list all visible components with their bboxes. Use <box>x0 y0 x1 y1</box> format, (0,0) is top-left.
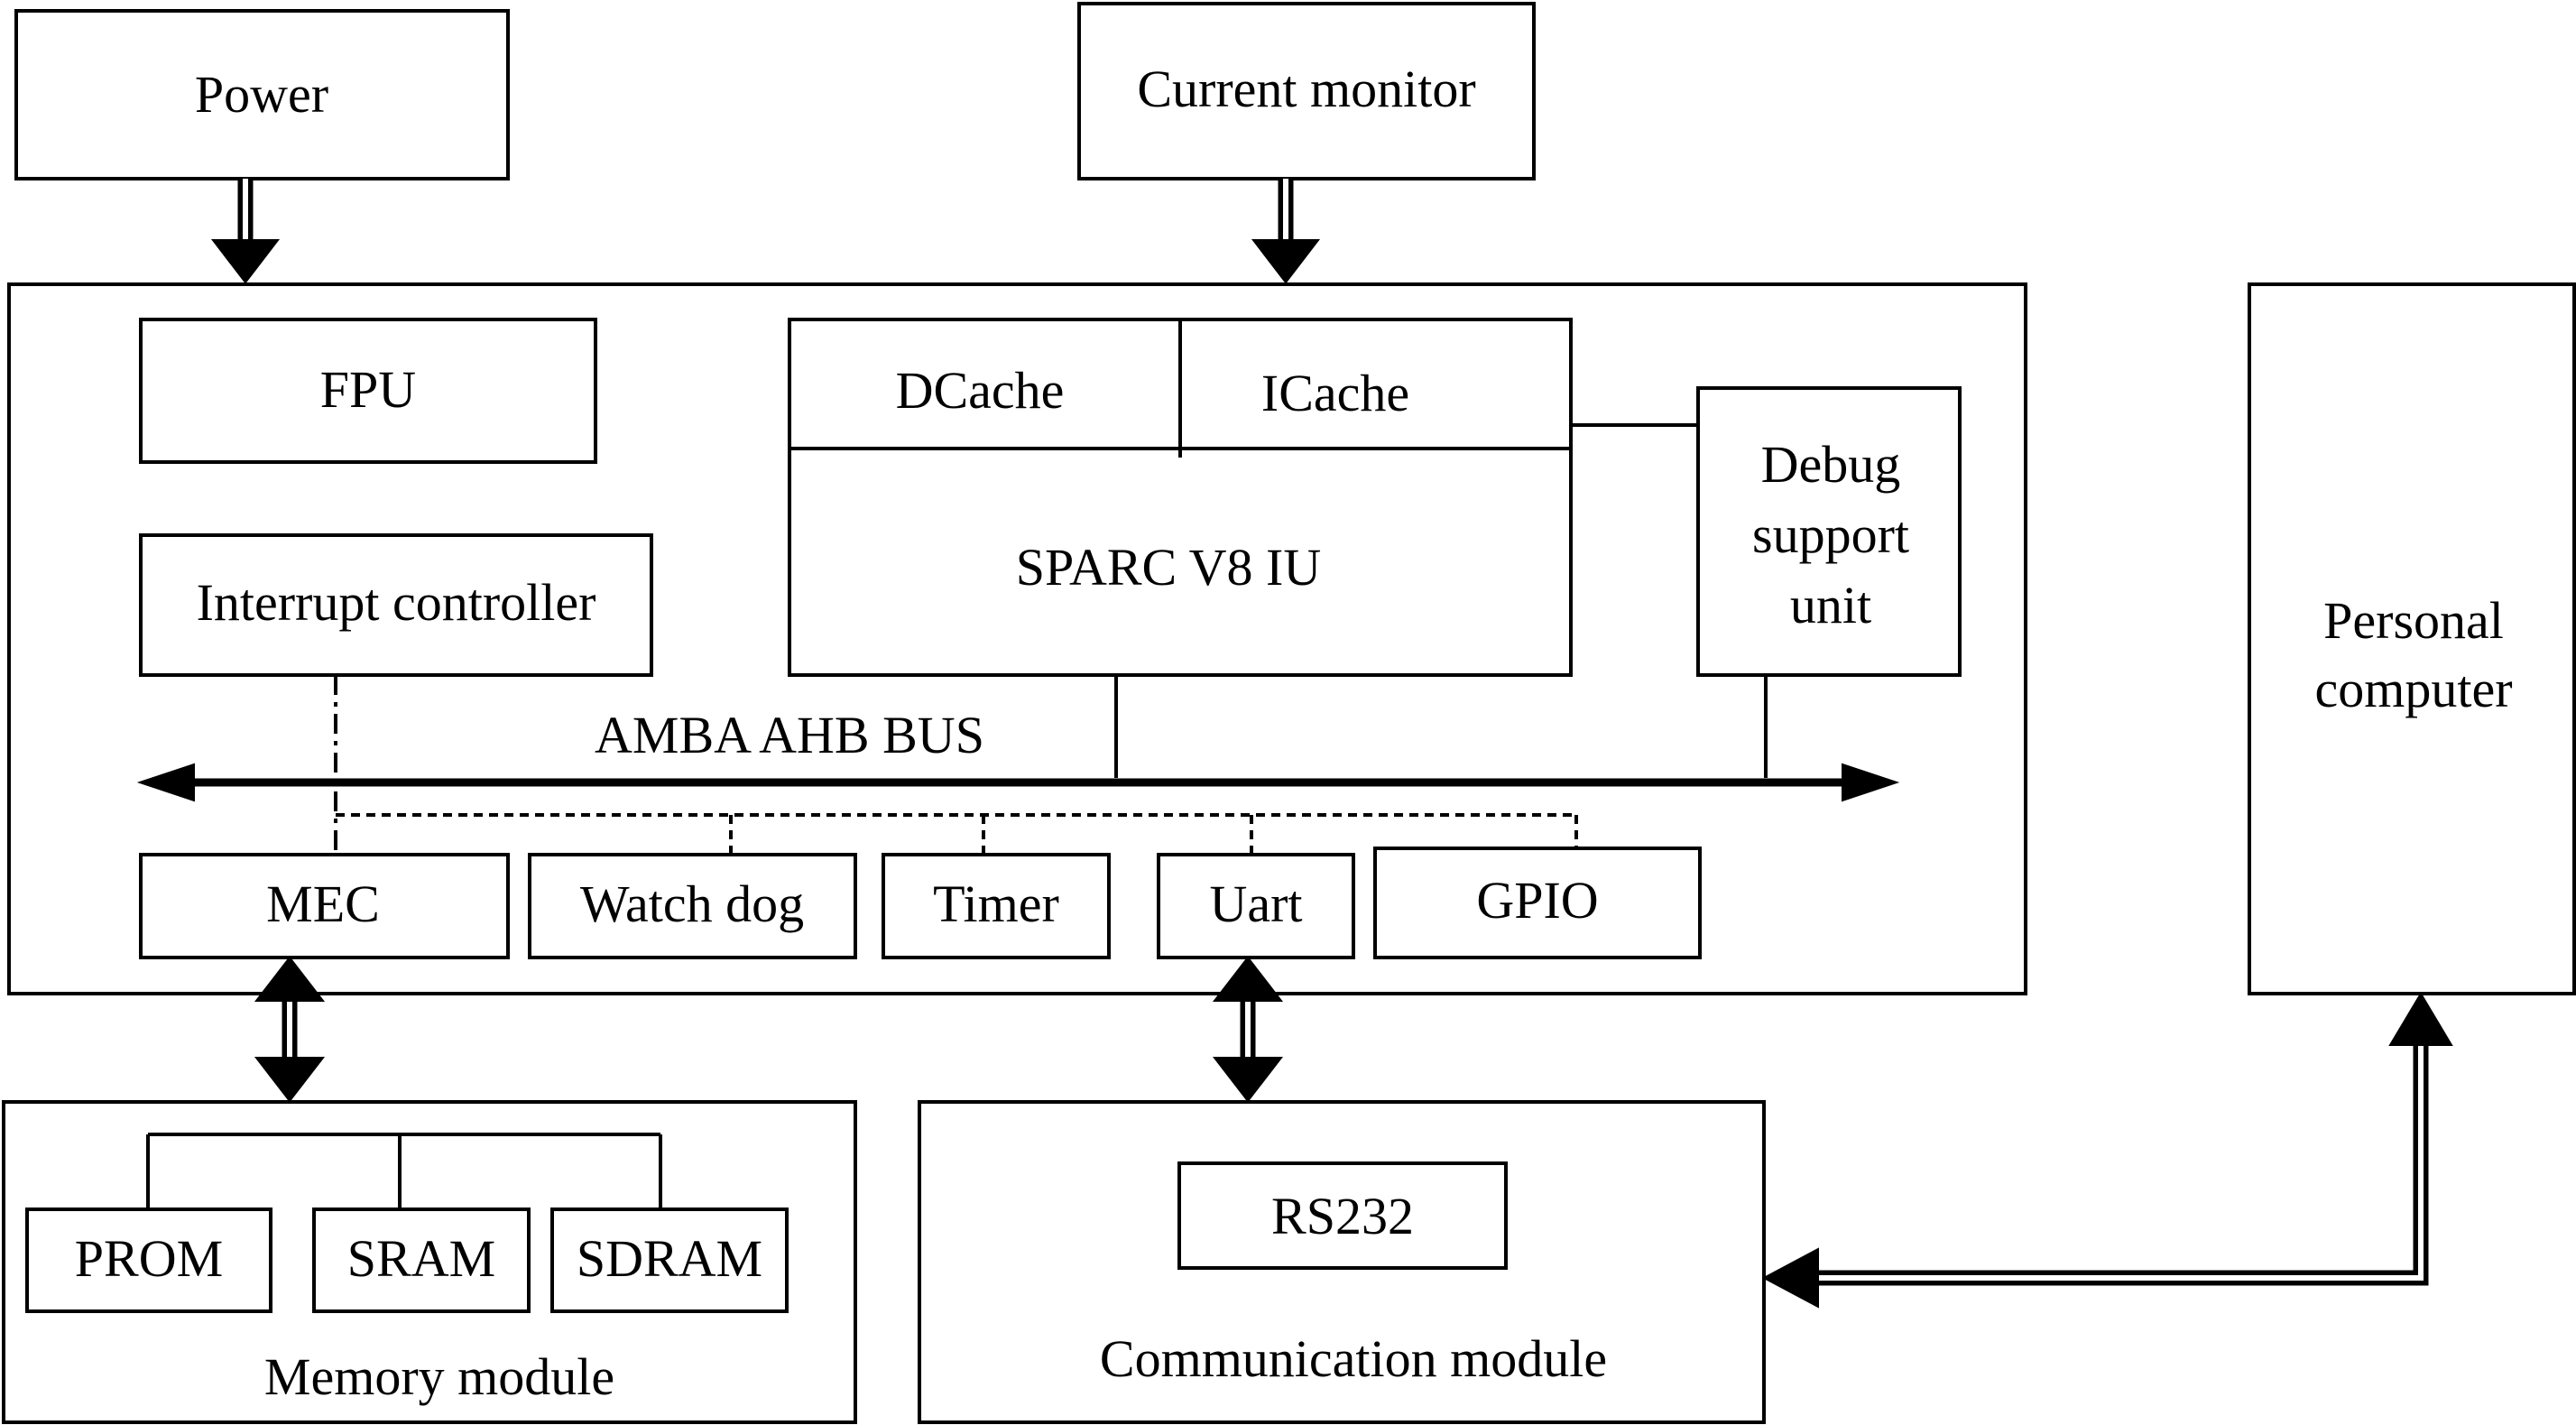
sdram-label: SDRAM <box>577 1229 762 1288</box>
uart-communication-arrow <box>1212 956 1284 1103</box>
memory-module-block: PROM SRAM SDRAM Memory module <box>2 1100 857 1424</box>
interrupt-controller-label: Interrupt controller <box>197 573 596 632</box>
debug-support-unit-block: Debug support unit <box>1696 386 1962 677</box>
debug-label-line3: unit <box>1790 576 1871 634</box>
uart-block: Uart <box>1157 853 1355 959</box>
debug-label-line1: Debug <box>1761 435 1901 494</box>
power-label: Power <box>195 65 328 124</box>
sram-label: SRAM <box>347 1229 495 1288</box>
sparc-iu-block: DCache ICache SPARC V8 IU <box>788 318 1573 677</box>
sparc-iu-label: SPARC V8 IU <box>1016 538 1321 597</box>
watch-dog-label: Watch dog <box>580 874 804 933</box>
communication-pc-arrow <box>1761 992 2453 1309</box>
timer-block: Timer <box>882 853 1111 959</box>
amba-bus-label: AMBA AHB BUS <box>595 706 984 764</box>
prom-label: PROM <box>75 1229 223 1288</box>
current-monitor-arrow <box>1251 179 1321 284</box>
amba-ahb-bus: AMBA AHB BUS <box>136 706 1900 802</box>
fpu-block: FPU <box>139 318 597 464</box>
power-arrow <box>210 179 281 284</box>
dcache-label: DCache <box>896 361 1065 420</box>
memory-module-label: Memory module <box>264 1347 614 1406</box>
power-block: Power <box>14 9 510 180</box>
communication-module-block: RS232 Communication module <box>918 1100 1766 1424</box>
communication-module-label: Communication module <box>1100 1329 1607 1388</box>
mec-label: MEC <box>266 874 380 933</box>
fpu-label: FPU <box>320 360 416 419</box>
mec-block: MEC <box>139 853 510 959</box>
current-monitor-label: Current monitor <box>1137 60 1475 118</box>
debug-label-line2: support <box>1752 505 1909 564</box>
gpio-block: GPIO <box>1373 847 1702 959</box>
uart-label: Uart <box>1209 874 1302 933</box>
gpio-label: GPIO <box>1476 871 1598 930</box>
mec-memory-arrow <box>254 956 326 1103</box>
current-monitor-block: Current monitor <box>1077 2 1536 180</box>
pc-label-line1: Personal <box>2323 591 2504 650</box>
watch-dog-block: Watch dog <box>528 853 857 959</box>
rs232-label: RS232 <box>1271 1187 1414 1245</box>
icache-label: ICache <box>1261 364 1409 422</box>
timer-label: Timer <box>933 874 1059 933</box>
personal-computer-block: Personal computer <box>2248 282 2576 995</box>
interrupt-controller-block: Interrupt controller <box>139 533 653 677</box>
peripheral-bus <box>336 813 1578 853</box>
pc-label-line2: computer <box>2314 660 2512 718</box>
